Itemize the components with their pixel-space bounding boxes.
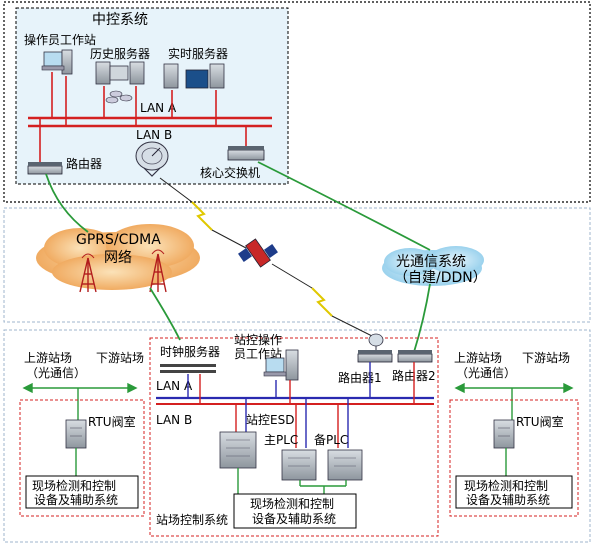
right-rtu-cabinet-icon <box>493 419 515 449</box>
left-field-line1: 现场检测和控制 <box>32 478 116 493</box>
right-rtu-label: RTU阀室 <box>516 414 564 429</box>
esd-label: 站控ESD <box>246 413 294 427</box>
right-downstream-label: 下游站场 <box>522 351 570 365</box>
router2-icon <box>397 350 433 363</box>
radio-tower-right-icon <box>149 249 167 293</box>
left-field-line2: 设备及辅助系统 <box>34 493 118 507</box>
green-link-lines <box>45 161 431 353</box>
central-router-icon <box>27 162 63 175</box>
central-lan-b-label: LAN B <box>136 128 172 142</box>
satellite-icon <box>238 238 278 268</box>
realtime-server-icon <box>163 63 225 89</box>
backup-plc-cabinet-icon <box>327 449 363 481</box>
gprs-label-line2: 网络 <box>104 250 132 266</box>
central-control-title: 中控系统 <box>92 12 148 28</box>
left-rtu-panel <box>19 399 145 517</box>
backup-plc-label: 备PLC <box>314 433 348 447</box>
station-field-line1: 现场检测和控制 <box>250 496 334 511</box>
gprs-label-line1: GPRS/CDMA <box>76 232 161 248</box>
left-rtu-cabinet-icon <box>65 419 87 449</box>
left-upstream-label: 上游站场 <box>24 351 72 365</box>
lightning-upper-icon <box>191 201 213 231</box>
right-upstream-label: 上游站场 <box>454 351 502 365</box>
central-control-frame <box>3 1 591 203</box>
esd-cabinet-icon <box>219 431 257 469</box>
operator-station-label: 操作员工作站 <box>24 32 96 47</box>
realtime-server-label: 实时服务器 <box>168 46 228 61</box>
core-switch-label: 核心交换机 <box>200 165 260 180</box>
left-downstream-label: 下游站场 <box>96 351 144 365</box>
station-lan-a-label: LAN A <box>156 379 193 393</box>
station-lan-b-label: LAN B <box>156 413 192 427</box>
station-operator-label-line2: 员工作站 <box>234 347 282 361</box>
radio-tower-left-icon <box>79 253 97 293</box>
station-field-links <box>237 468 347 494</box>
central-lan-a-label: LAN A <box>140 101 177 115</box>
right-field-box <box>455 475 573 509</box>
left-rtu-label: RTU阀室 <box>88 414 136 429</box>
satellite-dish-icon <box>135 141 169 177</box>
right-rtu-panel <box>449 399 579 517</box>
history-server-icon <box>95 61 145 104</box>
central-router-label: 路由器 <box>66 156 102 171</box>
left-rtu-arrows <box>22 382 138 420</box>
station-drop-lines <box>187 362 415 448</box>
optical-label-line2: （自建/DDN） <box>394 270 487 286</box>
right-optical-label: （光通信） <box>456 366 516 380</box>
station-field-line2: 设备及辅助系统 <box>252 512 336 526</box>
right-field-line2: 设备及辅助系统 <box>466 493 550 507</box>
core-switch-icon <box>227 146 265 161</box>
station-system-label: 站场控制系统 <box>156 513 228 527</box>
operator-workstation-icon <box>41 49 73 75</box>
lightning-lower-icon <box>311 287 333 317</box>
gprs-cloud <box>36 224 200 290</box>
station-field-box <box>233 493 357 529</box>
clock-server-label: 时钟服务器 <box>160 344 220 359</box>
optical-cloud <box>382 246 484 286</box>
main-plc-cabinet-icon <box>281 449 317 481</box>
station-panel <box>149 337 439 537</box>
satellite-links <box>159 177 373 337</box>
right-field-line1: 现场检测和控制 <box>464 478 548 493</box>
left-field-box <box>25 475 139 509</box>
router1-icon <box>357 350 393 363</box>
history-server-label: 历史服务器 <box>90 46 150 61</box>
station-band-frame <box>3 329 591 543</box>
right-rtu-arrows <box>454 382 574 420</box>
router1-label: 路由器1 <box>338 370 382 385</box>
station-operator-icon <box>263 349 299 381</box>
main-plc-label: 主PLC <box>264 433 298 447</box>
optical-label-line1: 光通信系统 <box>396 254 466 270</box>
left-optical-label: （光通信） <box>26 366 86 380</box>
clock-server-icon <box>160 364 216 373</box>
central-drop-lines <box>39 72 247 166</box>
station-operator-label-line1: 站控操作 <box>234 332 282 347</box>
network-band-frame <box>3 207 591 323</box>
